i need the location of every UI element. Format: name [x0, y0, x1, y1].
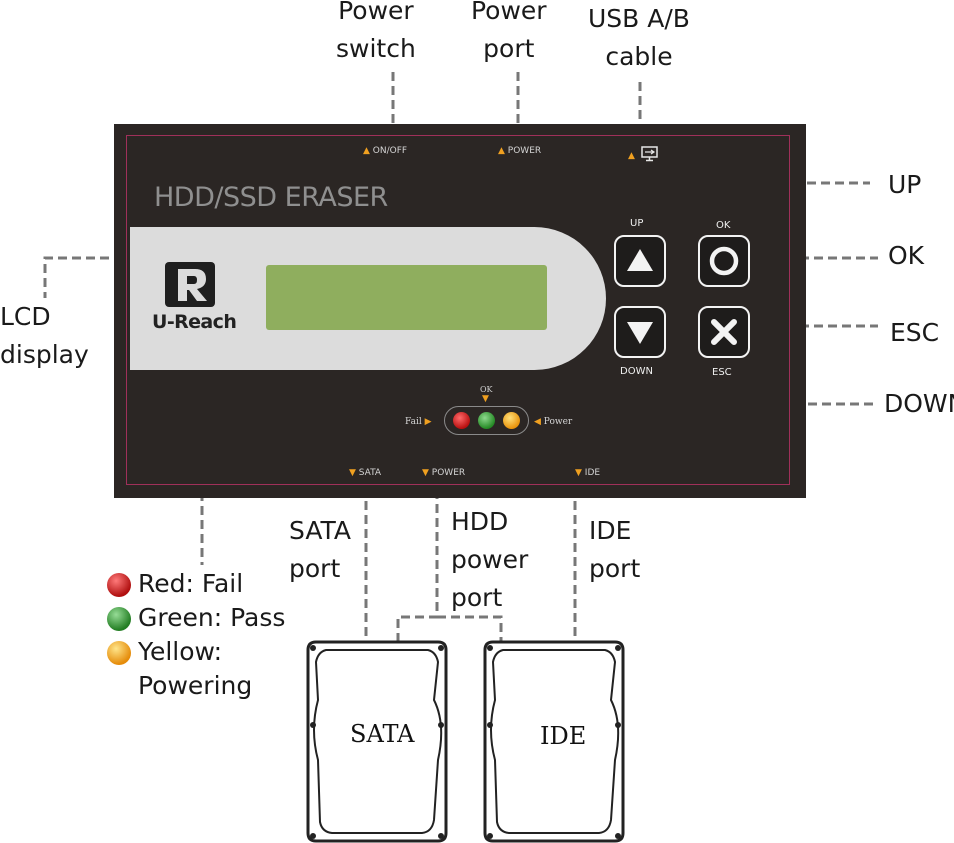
cross-icon: [711, 319, 737, 345]
label-ide-port: ▼ IDE: [575, 468, 601, 478]
label-hdd-power: ▼ POWER: [422, 468, 466, 478]
label-key-esc: ESC: [712, 367, 732, 378]
green-dot-icon: [107, 607, 131, 631]
lcd-screen: [266, 265, 547, 330]
ide-drive-icon: [483, 640, 625, 843]
led-red: [453, 412, 470, 429]
callout-ok: OK: [888, 241, 925, 270]
label-key-ok: OK: [716, 220, 731, 231]
eraser-front-panel: ▲ ON/OFF ▲ POWER ▲ HDD/SSD ERASER U-Reac…: [114, 124, 806, 498]
ide-drive-label: IDE: [540, 722, 587, 750]
circle-icon: [709, 246, 739, 276]
u-reach-logo-text: U-Reach: [152, 311, 237, 333]
triangle-up-icon: [627, 249, 653, 271]
u-reach-logo-icon: [165, 262, 215, 307]
sata-drive-label: SATA: [350, 720, 415, 748]
label-led-fail: Fail ▶: [405, 417, 432, 427]
red-dot-icon: [107, 573, 131, 597]
callout-up: UP: [888, 170, 922, 199]
label-led-ok: OK: [480, 385, 493, 394]
triangle-down-icon: [627, 322, 653, 344]
led-yellow: [503, 412, 520, 429]
callout-down: DOWN: [884, 389, 954, 418]
yellow-dot-icon: [107, 641, 131, 665]
led-indicator-group: [444, 406, 529, 435]
brand-title: HDD/SSD ERASER: [154, 182, 388, 213]
label-key-up: UP: [630, 218, 644, 229]
label-usb: ▲: [628, 146, 659, 162]
esc-button[interactable]: [698, 306, 750, 358]
label-power-top: ▲ POWER: [498, 146, 542, 156]
panel-frame: [126, 135, 790, 485]
line-hdd-power: [396, 476, 503, 642]
label-sata-port: ▼ SATA: [349, 468, 382, 478]
ok-button[interactable]: [698, 235, 750, 287]
callout-esc: ESC: [890, 318, 940, 347]
label-key-down: DOWN: [620, 366, 653, 377]
sata-drive-icon: [306, 640, 448, 843]
triangle-led-ok: ▼: [482, 394, 489, 404]
label-led-power: ◀ Power: [534, 417, 573, 427]
led-green: [478, 412, 495, 429]
down-button[interactable]: [614, 306, 666, 358]
label-on-off: ▲ ON/OFF: [363, 146, 408, 156]
up-button[interactable]: [614, 235, 666, 287]
usb-monitor-icon: [641, 146, 658, 162]
